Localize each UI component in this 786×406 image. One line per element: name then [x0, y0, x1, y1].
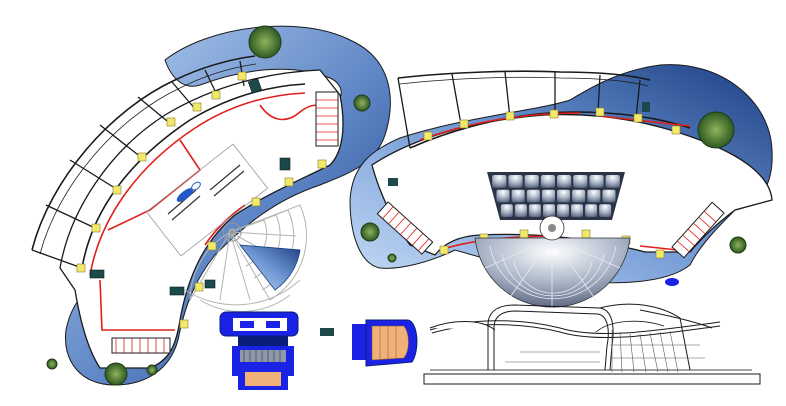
tree-icon: [46, 358, 58, 370]
left-wing-equipment: [89, 78, 291, 296]
seat-icon: [524, 175, 539, 188]
left-wing-fan-shade: [239, 244, 301, 291]
equipment-icon: [642, 102, 650, 112]
seat-icon: [541, 189, 555, 203]
left-wing-stair-top: [315, 91, 339, 147]
seat-icon: [500, 204, 513, 217]
column-marker-icon: [166, 117, 176, 127]
left-wing-column-markers: [76, 71, 327, 329]
column-marker-icon: [192, 102, 202, 112]
seat-icon: [585, 204, 598, 217]
column-marker-icon: [439, 245, 449, 255]
right-wing-stair-right: [671, 201, 725, 259]
column-marker-icon: [505, 111, 515, 121]
equipment-icon: [204, 279, 216, 289]
equipment-icon: [247, 78, 263, 94]
column-marker-icon: [137, 152, 147, 162]
seat-icon: [602, 189, 616, 203]
left-wing-display-area: [145, 143, 269, 257]
seat-icon: [496, 189, 510, 203]
column-marker-icon: [519, 229, 529, 239]
seat-icon: [511, 189, 525, 203]
seat-icon: [571, 204, 583, 217]
column-marker-icon: [423, 131, 433, 141]
tree-icon: [387, 253, 397, 263]
right-wing-outer-frame: [397, 70, 651, 81]
seat-icon: [508, 175, 523, 188]
equipment-icon: [320, 328, 334, 336]
seat-icon: [526, 189, 540, 203]
column-marker-icon: [251, 197, 261, 207]
right-wing-trees: [360, 111, 747, 263]
column-marker-icon: [633, 113, 643, 123]
column-marker-icon: [671, 125, 681, 135]
left-wing-stair: [111, 337, 171, 354]
column-marker-icon: [459, 119, 469, 129]
tree-icon: [146, 364, 158, 376]
right-wing-radial-frames: [451, 71, 641, 131]
elevation-ground: [423, 373, 761, 385]
column-marker-icon: [179, 319, 189, 329]
column-marker-icon: [194, 282, 204, 292]
right-wing-equipment: [388, 102, 650, 186]
left-wing-red-lines: [89, 92, 331, 331]
column-marker-icon: [207, 241, 217, 251]
column-marker-icon: [284, 177, 294, 187]
seat-icon: [557, 204, 569, 217]
tree-icon: [104, 362, 128, 386]
left-wing-plan: [31, 25, 391, 386]
left-wing-trees: [46, 25, 371, 386]
seat-icon: [572, 189, 586, 203]
seat-icon: [557, 189, 571, 203]
tree-icon: [353, 94, 371, 112]
column-marker-icon: [76, 263, 86, 273]
seat-icon: [573, 175, 588, 188]
tree-icon: [697, 111, 735, 149]
seat-icon: [599, 204, 612, 217]
equipment-icon: [169, 286, 185, 296]
column-marker-icon: [581, 229, 591, 239]
seat-icon: [557, 175, 572, 188]
column-marker-icon: [211, 90, 221, 100]
seat-icon: [589, 175, 604, 188]
right-wing-stair-left: [376, 201, 434, 255]
tree-icon: [360, 222, 380, 242]
seat-icon: [605, 175, 620, 188]
seat-grid: [492, 175, 620, 217]
elevation-view: [423, 303, 761, 385]
seat-icon: [587, 189, 601, 203]
column-marker-icon: [549, 109, 559, 119]
auditorium-seating: [474, 172, 631, 315]
column-marker-icon: [655, 249, 665, 259]
tree-icon: [729, 236, 747, 254]
seat-icon: [528, 204, 541, 217]
seat-icon: [492, 175, 507, 188]
car-icon: [665, 278, 679, 286]
seat-icon: [543, 204, 555, 217]
column-marker-icon: [91, 223, 101, 233]
equipment-icon: [388, 178, 398, 186]
seat-icon: [514, 204, 527, 217]
left-wing-outer-frame: [31, 55, 256, 251]
tree-icon: [248, 25, 282, 59]
equipment-icon: [279, 157, 291, 171]
column-marker-icon: [595, 107, 605, 117]
column-marker-icon: [112, 185, 122, 195]
column-marker-icon: [317, 159, 327, 169]
small-plan-orange: [352, 319, 418, 367]
seat-icon: [540, 175, 555, 188]
equipment-icon: [89, 269, 105, 279]
column-marker-icon: [237, 71, 247, 81]
left-wing-floor: [59, 69, 344, 369]
small-plan-blue: [219, 311, 299, 390]
